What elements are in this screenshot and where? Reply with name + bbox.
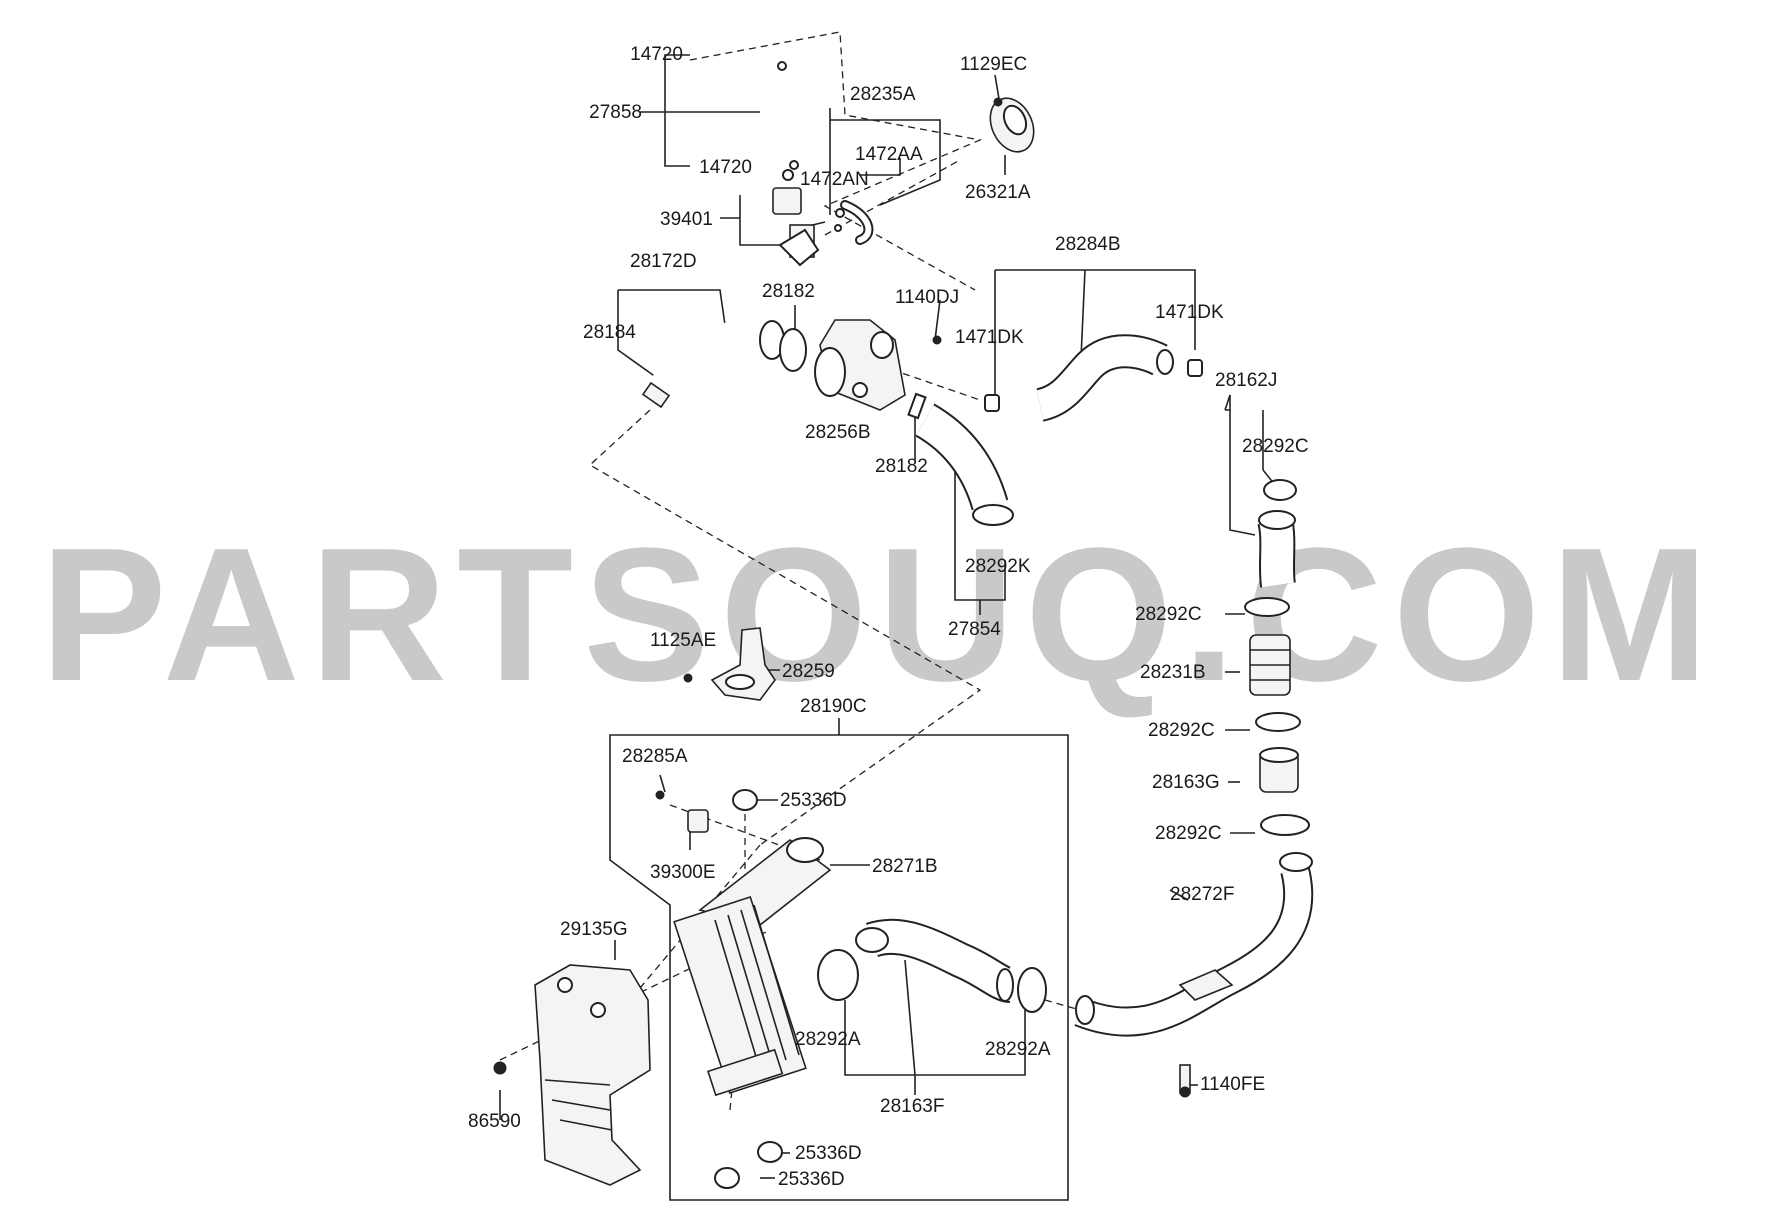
label-28235A: 28235A	[850, 84, 916, 105]
label-1472AN: 1472AN	[800, 169, 869, 190]
label-1471DK-right: 1471DK	[1155, 302, 1224, 323]
pipe-28272F[interactable]	[1074, 852, 1314, 1037]
label-28182-bottom: 28182	[875, 456, 928, 477]
bracket-28259[interactable]	[710, 627, 776, 701]
label-28272F: 28272F	[1170, 884, 1234, 905]
bolt-86590[interactable]	[493, 1061, 507, 1075]
hose-27854[interactable]	[907, 392, 1014, 526]
hose-28163G[interactable]	[1259, 747, 1299, 793]
air-guide-29135G[interactable]	[534, 964, 651, 1186]
bolt-1140DJ[interactable]	[932, 335, 942, 345]
bolt-28285A[interactable]	[655, 790, 665, 800]
label-28231B: 28231B	[1140, 662, 1206, 683]
label-25336D-bottom: 25336D	[778, 1169, 845, 1190]
label-1140DJ: 1140DJ	[895, 287, 959, 308]
label-28182-top: 28182	[762, 281, 815, 302]
sensor-39300E[interactable]	[687, 809, 709, 833]
bolt-1125AE[interactable]	[683, 673, 693, 683]
resonator-28231B[interactable]	[1249, 634, 1291, 696]
label-28190C: 28190C	[800, 696, 867, 717]
clamp-28292A-right[interactable]	[1017, 967, 1047, 1013]
clamp-1471DK-right[interactable]	[1187, 359, 1203, 377]
clamp-28292C-3[interactable]	[1255, 712, 1301, 732]
label-1471DK-left: 1471DK	[955, 327, 1024, 348]
grommet-25336D-mid[interactable]	[757, 1141, 783, 1163]
label-14720-top: 14720	[630, 44, 683, 65]
label-25336D-top: 25336D	[780, 790, 847, 811]
grommet-25336D-bottom[interactable]	[714, 1167, 740, 1189]
label-28292C-top: 28292C	[1242, 436, 1309, 457]
label-1125AE: 1125AE	[650, 630, 716, 651]
label-27858: 27858	[589, 102, 642, 123]
solenoid-valve-39401[interactable]	[772, 169, 820, 267]
clamp-28292A-left[interactable]	[817, 949, 859, 1001]
actuator-26321A[interactable]	[982, 91, 1042, 159]
label-28292A-right: 28292A	[985, 1039, 1051, 1060]
label-27854: 27854	[948, 619, 1001, 640]
hose-28172D[interactable]	[651, 315, 785, 391]
breather-hose-27858[interactable]	[772, 61, 799, 170]
leader-lines	[499, 54, 1276, 1201]
label-28184: 28184	[583, 322, 636, 343]
grommet-25336D-top[interactable]	[732, 789, 758, 811]
label-28271B: 28271B	[872, 856, 938, 877]
label-1129EC: 1129EC	[960, 54, 1027, 75]
hose-28162J[interactable]	[1257, 510, 1296, 588]
watermark: PARTSOUQ.COM	[40, 509, 1719, 721]
clamp-28182-upper[interactable]	[779, 328, 807, 372]
clamp-28292C-4[interactable]	[1260, 814, 1310, 836]
label-28292K: 28292K	[965, 556, 1031, 577]
label-28259: 28259	[782, 661, 835, 682]
label-28162J: 28162J	[1215, 370, 1277, 391]
label-28163G: 28163G	[1152, 772, 1220, 793]
label-28292C-2: 28292C	[1135, 604, 1202, 625]
label-28284B: 28284B	[1055, 234, 1121, 255]
bolt-1140FE[interactable]	[1179, 1064, 1191, 1098]
intercooler-28271B[interactable]	[673, 837, 832, 1097]
label-28285A: 28285A	[622, 746, 688, 767]
label-28292C-4: 28292C	[1155, 823, 1222, 844]
label-28256B: 28256B	[805, 422, 871, 443]
label-39300E: 39300E	[650, 862, 716, 883]
label-1472AA: 1472AA	[855, 144, 923, 165]
label-28163F: 28163F	[880, 1096, 944, 1117]
label-39401: 39401	[660, 209, 713, 230]
clamp-28292C-2[interactable]	[1244, 597, 1290, 617]
hose-28235A[interactable]	[834, 200, 874, 245]
part-number-labels: 14720 27858 14720 28235A 1472AA 1472AN 1…	[468, 44, 1309, 1190]
label-28172D: 28172D	[630, 251, 697, 272]
label-26321A: 26321A	[965, 182, 1031, 203]
throttle-body-28256B[interactable]	[814, 319, 906, 411]
label-28292A-left: 28292A	[795, 1029, 861, 1050]
label-25336D-mid: 25336D	[795, 1143, 862, 1164]
hose-28163F[interactable]	[855, 918, 1014, 1003]
hose-28284B[interactable]	[1035, 334, 1174, 422]
label-86590: 86590	[468, 1111, 521, 1132]
label-1140FE: 1140FE	[1200, 1074, 1265, 1095]
sensor-28184[interactable]	[641, 381, 671, 409]
clamp-28292C-1[interactable]	[1263, 479, 1297, 501]
label-28292C-3: 28292C	[1148, 720, 1215, 741]
clamp-1471DK-left[interactable]	[984, 394, 1000, 412]
label-29135G: 29135G	[560, 919, 628, 940]
label-14720-bottom: 14720	[699, 157, 752, 178]
